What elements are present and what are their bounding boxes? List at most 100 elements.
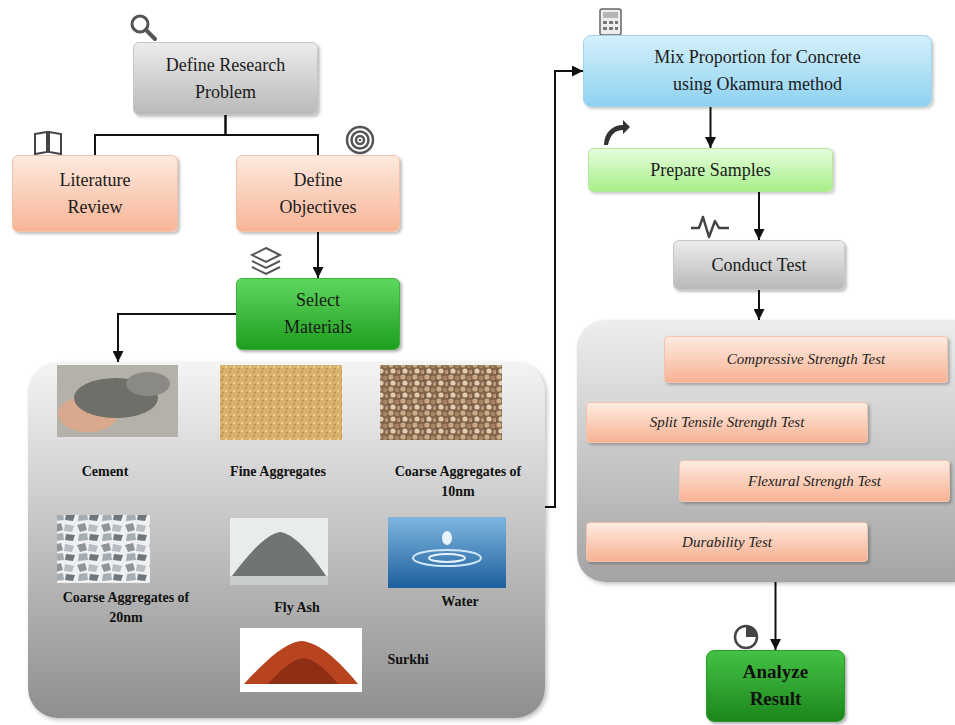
box-label: Flexural Strength Test (748, 473, 881, 490)
box-label: Define Objectives (272, 167, 364, 221)
surkhi-picture (240, 628, 362, 692)
box-label: Compressive Strength Test (727, 351, 885, 368)
target-icon (352, 132, 369, 149)
curved-arrow-icon (600, 118, 632, 148)
target-icon (345, 125, 375, 155)
process-box: Define Objectives (236, 155, 400, 232)
caption-slot: Fly Ash (247, 598, 347, 618)
pie-chart-icon (735, 626, 757, 648)
flow-arrow (710, 107, 712, 148)
test-box: Flexural Strength Test (679, 460, 950, 502)
target-icon (345, 125, 375, 155)
water-picture (388, 517, 506, 588)
box-label: Conduct Test (712, 252, 807, 279)
calculator-icon (609, 21, 613, 24)
material-caption: Fine Aggregates (230, 464, 326, 479)
surkhi-picture (240, 628, 362, 692)
waveform-icon (691, 217, 729, 237)
fly-ash-picture (232, 532, 326, 576)
cement-picture (126, 372, 170, 396)
coarse-aggregate-20-picture (57, 515, 150, 583)
layers-icon (252, 267, 280, 274)
waveform-icon (690, 212, 730, 240)
material-caption: Coarse Aggregates of 10nm (395, 464, 522, 499)
coarse-aggregate-10-picture (380, 365, 502, 440)
calculator-icon (603, 12, 618, 18)
coarse-aggregate-20-picture (57, 515, 150, 583)
process-box: Literature Review (12, 155, 178, 232)
box-label: Prepare Samples (650, 157, 770, 184)
pie-chart-icon (733, 623, 760, 650)
search-icon (128, 12, 158, 42)
curved-arrow-icon (600, 118, 632, 148)
materials-panel: CementFine AggregatesCoarse Aggregates o… (28, 362, 545, 718)
layers-icon (252, 261, 280, 268)
book-icon (33, 128, 63, 156)
target-icon (347, 127, 373, 153)
layers-icon (252, 248, 280, 262)
caption-slot: Cement (45, 462, 165, 482)
flow-arrow (775, 582, 777, 650)
test-box: Compressive Strength Test (664, 336, 948, 383)
test-box: Durability Test (586, 522, 868, 562)
caption-slot: Surkhi (358, 650, 458, 670)
result-box: Analyze Result (706, 650, 845, 722)
box-label: Analyze Result (732, 659, 819, 712)
book-icon (35, 132, 47, 154)
calculator-icon (597, 8, 624, 36)
search-icon (128, 12, 158, 42)
process-box: Define Research Problem (133, 42, 318, 115)
caption-slot: Coarse Aggregates of 20nm (56, 588, 196, 628)
test-box: Split Tensile Strength Test (586, 402, 868, 443)
fly-ash-picture (230, 576, 328, 585)
fine-aggregate-picture (220, 365, 342, 440)
target-icon (359, 139, 362, 142)
material-caption: Water (441, 594, 478, 609)
fine-aggregate-picture (220, 365, 342, 440)
cement-picture (57, 365, 178, 437)
waveform-icon (690, 212, 730, 240)
process-box: Select Materials (236, 278, 400, 350)
material-pictures (28, 362, 545, 718)
material-caption: Cement (82, 464, 129, 479)
calculator-icon (603, 21, 607, 24)
material-caption: Fly Ash (274, 600, 320, 615)
box-label: Mix Proportion for Concrete using Okamur… (634, 44, 881, 98)
calculator-icon (609, 27, 613, 30)
target-icon (356, 136, 364, 144)
water-picture (442, 531, 452, 545)
box-label: Split Tensile Strength Test (650, 414, 805, 431)
layers-icon (250, 246, 282, 278)
calculator-icon (615, 21, 618, 24)
cement-picture (57, 365, 178, 437)
calculator-icon (615, 27, 618, 30)
material-caption: Surkhi (387, 652, 428, 667)
fly-ash-picture (230, 518, 328, 585)
flow-arrow (118, 314, 236, 362)
caption-slot: Coarse Aggregates of 10nm (388, 462, 528, 502)
water-picture (429, 554, 465, 562)
box-label: Define Research Problem (158, 52, 293, 106)
flow-arrow (226, 115, 319, 155)
calculator-icon (597, 8, 624, 36)
calculator-icon (603, 27, 607, 30)
book-icon (49, 132, 61, 154)
caption-slot: Water (410, 592, 510, 612)
pie-chart-icon (746, 626, 757, 637)
layers-icon (250, 246, 282, 278)
flow-arrow (317, 232, 319, 278)
flow-arrow (758, 290, 760, 320)
water-picture (388, 517, 506, 588)
coarse-aggregate-10-picture (380, 365, 502, 440)
box-label: Select Materials (272, 287, 364, 341)
tests-panel: Compressive Strength TestSplit Tensile S… (577, 320, 955, 582)
surkhi-picture (244, 641, 358, 684)
search-icon (146, 30, 155, 39)
curved-arrow-icon (604, 120, 630, 145)
pie-chart-icon (733, 623, 760, 650)
process-box: Mix Proportion for Concrete using Okamur… (583, 35, 932, 107)
water-picture (413, 550, 481, 566)
caption-slot: Fine Aggregates (203, 462, 353, 482)
process-box: Conduct Test (673, 240, 845, 290)
